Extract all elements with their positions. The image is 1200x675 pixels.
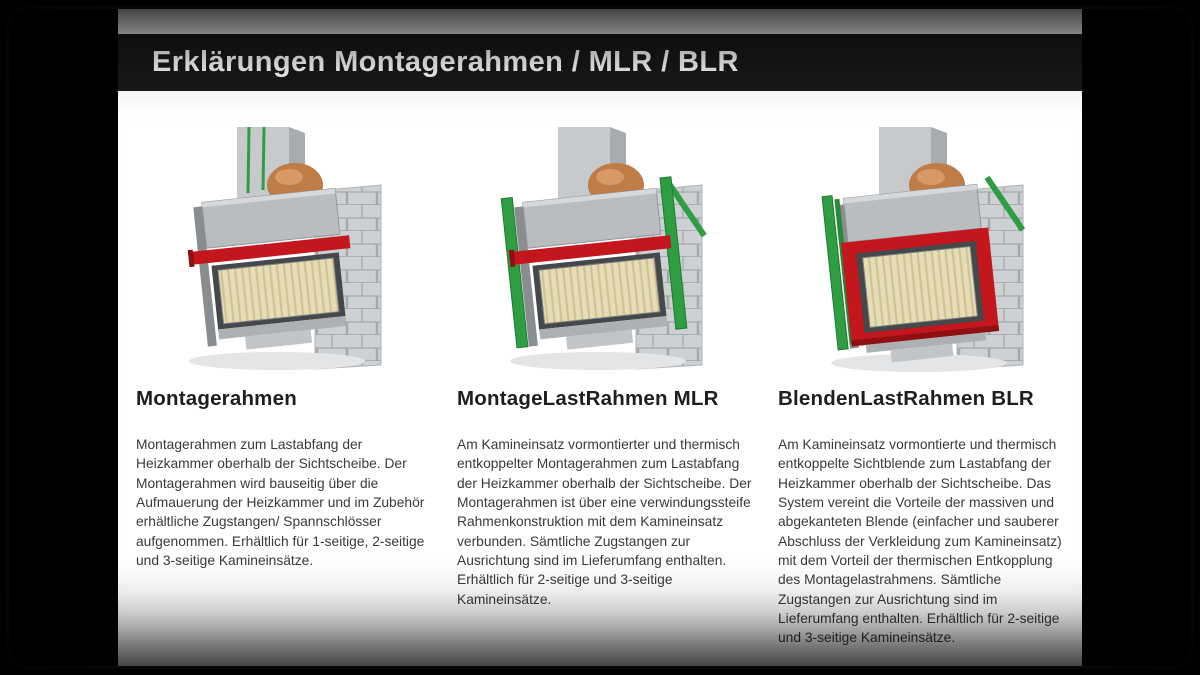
column-description: Montagerahmen zum Lastabfang der Heizkam… [136,437,425,568]
fireplace-drawing-montagerahmen [187,127,382,370]
column-description: Am Kamineinsatz vormontierte und thermis… [778,437,1062,646]
fireplace-drawing-mlr [500,127,707,370]
floor-shadow [831,354,1007,372]
fireplace-drawing-blr [821,127,1026,372]
fireplace-unit [821,175,1026,363]
column-title: MontageLastRahmen MLR [457,387,719,410]
column-blendenlastrahmen: BlendenLastRahmen BLR Am Kamineinsatz vo… [778,127,1074,647]
columns: Montagerahmen Montagerahmen zum Lastabfa… [118,91,1082,647]
mounting-frame-beam [512,235,672,265]
page-title: Erklärungen Montagerahmen / MLR / BLR [152,46,739,78]
green-frame-post-right [659,176,688,330]
column-montagelastrahmen: MontageLastRahmen MLR Am Kamineinsatz vo… [457,127,753,647]
column-title: Montagerahmen [136,387,297,410]
slide-header: Erklärungen Montagerahmen / MLR / BLR [118,34,1082,91]
column-title: BlendenLastRahmen BLR [778,387,1034,410]
fireplace-unit [187,187,351,350]
illustration-montagerahmen [136,127,432,377]
firebox-glass [862,245,978,328]
floor-shadow [189,352,365,370]
column-description: Am Kamineinsatz vormontierter und thermi… [457,437,752,607]
lifting-rod [246,127,251,194]
firebox-glass [538,257,661,325]
slide-page: Erklärungen Montagerahmen / MLR / BLR [118,8,1082,668]
green-diagonal-strut [666,181,707,238]
mounting-frame-beam [191,235,351,265]
illustration-blr [778,127,1074,377]
lifting-rod [261,127,266,191]
floor-shadow [510,352,686,370]
firebox-glass [217,257,340,325]
illustration-mlr [457,127,753,377]
green-frame-post-left [821,195,849,351]
green-frame-post-left [500,196,529,349]
green-diagonal-strut [984,175,1026,232]
fireplace-unit [500,176,707,350]
column-montagerahmen: Montagerahmen Montagerahmen zum Lastabfa… [136,127,432,647]
